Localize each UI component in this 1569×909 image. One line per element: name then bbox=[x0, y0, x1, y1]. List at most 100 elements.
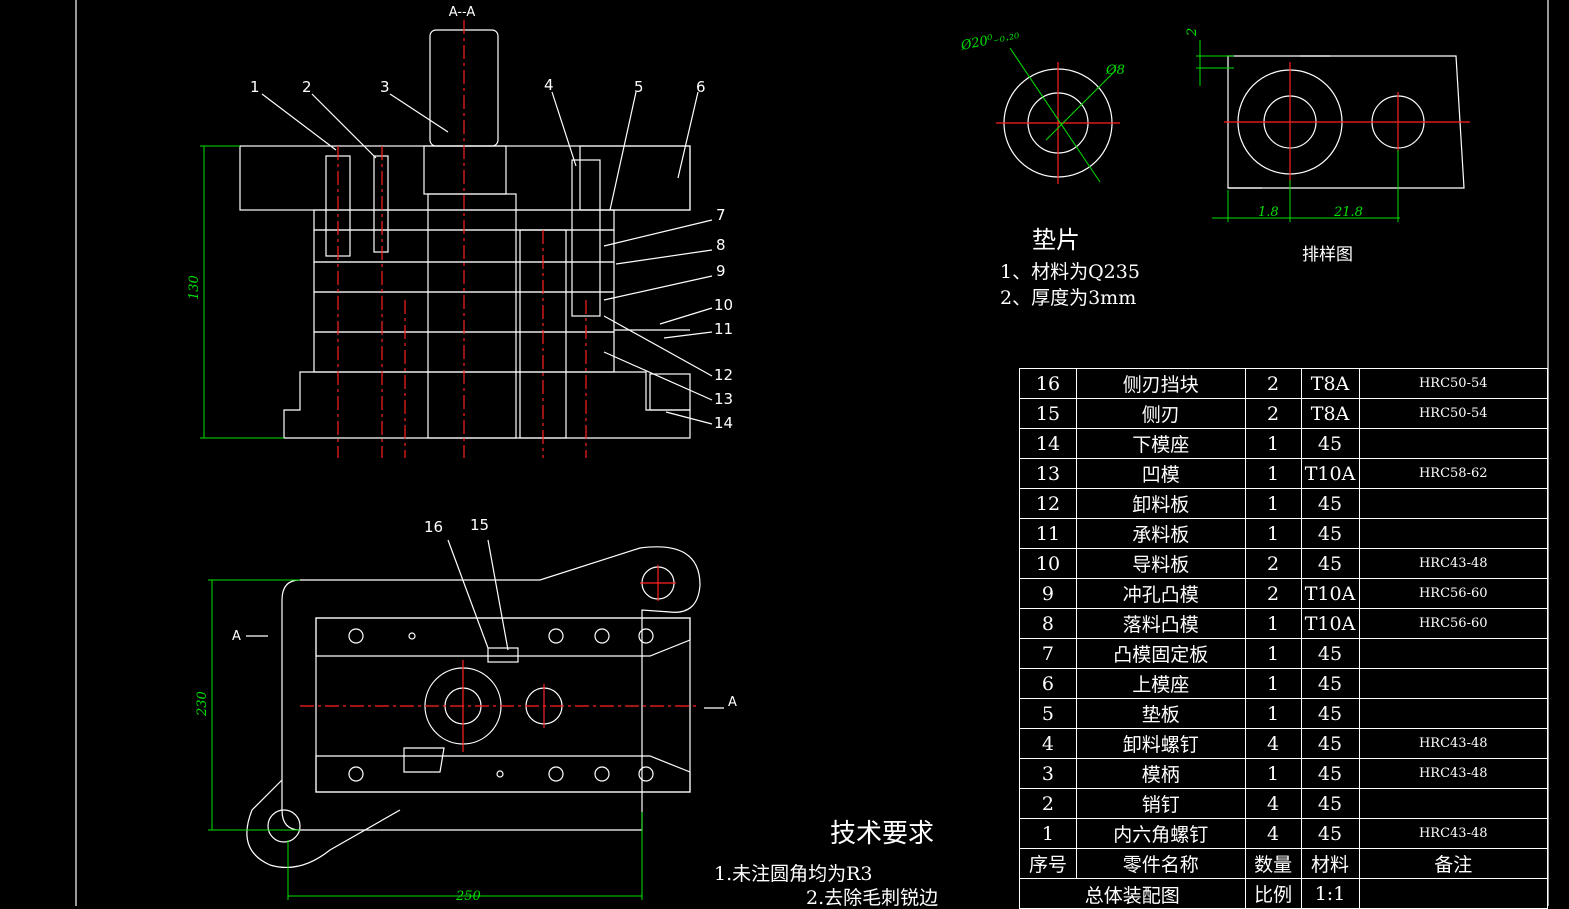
scale-label: 比例 bbox=[1244, 878, 1302, 909]
bom-cell-no: 1 bbox=[1019, 818, 1077, 849]
bom-cell-remark: HRC50-54 bbox=[1358, 368, 1548, 399]
section-label: A--A bbox=[449, 5, 476, 20]
bom-cell-name: 模柄 bbox=[1075, 758, 1246, 789]
bom-cell-name: 卸料螺钉 bbox=[1075, 728, 1246, 759]
section-view: A--A bbox=[187, 5, 733, 458]
callout-12: 12 bbox=[714, 366, 733, 384]
bom-cell-name: 凹模 bbox=[1075, 458, 1246, 489]
callout-5: 5 bbox=[634, 78, 644, 96]
bom-cell-qty: 4 bbox=[1244, 788, 1302, 819]
bom-cell-name: 卸料板 bbox=[1075, 488, 1246, 519]
tech-item-2: 2.去除毛刺锐边 bbox=[806, 887, 938, 906]
bom-cell-no: 14 bbox=[1019, 428, 1077, 459]
bom-cell-remark bbox=[1358, 428, 1548, 459]
bom-cell-remark bbox=[1358, 698, 1548, 729]
bom-cell-qty: 1 bbox=[1244, 698, 1302, 729]
bom-cell-remark bbox=[1358, 638, 1548, 669]
bom-cell-remark: HRC43-48 bbox=[1358, 758, 1548, 789]
bom-cell-remark bbox=[1358, 488, 1548, 519]
table-header-row: 序号零件名称数量材料备注 bbox=[1019, 848, 1548, 879]
plan-view: 16 15 A A 230 250 bbox=[195, 516, 737, 904]
callout-14: 14 bbox=[714, 414, 733, 432]
dim-width-plan: 250 bbox=[455, 889, 481, 904]
bom-cell-no: 4 bbox=[1019, 728, 1077, 759]
bom-cell-remark: HRC58-62 bbox=[1358, 458, 1548, 489]
bom-cell-qty: 4 bbox=[1244, 728, 1302, 759]
bom-cell-no: 8 bbox=[1019, 608, 1077, 639]
bom-cell-no: 2 bbox=[1019, 788, 1077, 819]
callout-labels: 1 2 3 4 5 6 7 8 9 10 11 12 13 14 bbox=[250, 76, 733, 432]
drawing-name: 总体装配图 bbox=[1019, 878, 1246, 909]
bom-header-qty: 数量 bbox=[1244, 848, 1302, 879]
callout-13: 13 bbox=[714, 390, 733, 408]
screw-holes bbox=[348, 628, 654, 782]
callout-8: 8 bbox=[716, 236, 726, 254]
callout-9: 9 bbox=[716, 262, 726, 280]
bom-cell-name: 导料板 bbox=[1075, 548, 1246, 579]
bom-cell-no: 10 bbox=[1019, 548, 1077, 579]
washer-note-2: 2、厚度为3mm bbox=[1000, 287, 1136, 309]
bom-cell-qty: 1 bbox=[1244, 458, 1302, 489]
lower-base-outline bbox=[281, 546, 701, 831]
dim-washer-inner: Ø8 bbox=[1105, 63, 1125, 78]
strip-layout-view: 2 1.8 21.8 排样图 bbox=[1185, 28, 1470, 265]
bom-header-mat: 材料 bbox=[1300, 848, 1360, 879]
bom-cell-remark bbox=[1358, 668, 1548, 699]
bom-cell-remark: HRC56-60 bbox=[1358, 578, 1548, 609]
bom-cell-name: 下模座 bbox=[1075, 428, 1246, 459]
bom-cell-qty: 1 bbox=[1244, 608, 1302, 639]
bom-cell-material: 45 bbox=[1300, 548, 1360, 579]
bom-cell-qty: 2 bbox=[1244, 578, 1302, 609]
callout-15: 15 bbox=[470, 516, 489, 534]
bom-cell-material: 45 bbox=[1300, 488, 1360, 519]
bom-cell-material: T10A bbox=[1300, 608, 1360, 639]
bom-cell-qty: 1 bbox=[1244, 638, 1302, 669]
callout-4: 4 bbox=[544, 76, 554, 94]
bom-header-note: 备注 bbox=[1358, 848, 1548, 879]
bom-cell-qty: 1 bbox=[1244, 518, 1302, 549]
bom-cell-remark: HRC43-48 bbox=[1358, 548, 1548, 579]
bom-cell-material: 45 bbox=[1300, 668, 1360, 699]
dim-layout-top: 2 bbox=[1185, 28, 1200, 37]
bom-cell-no: 7 bbox=[1019, 638, 1077, 669]
bom-cell-no: 11 bbox=[1019, 518, 1077, 549]
tech-item-1: 1.未注圆角均为R3 bbox=[714, 863, 873, 885]
section-marker-right: A bbox=[728, 695, 737, 710]
bom-cell-remark: HRC43-48 bbox=[1358, 728, 1548, 759]
bom-cell-remark: HRC56-60 bbox=[1358, 608, 1548, 639]
bom-cell-material: 45 bbox=[1300, 818, 1360, 849]
bom-cell-no: 5 bbox=[1019, 698, 1077, 729]
washer-title: 垫片 bbox=[1032, 226, 1080, 254]
bom-cell-no: 12 bbox=[1019, 488, 1077, 519]
bom-header-no: 序号 bbox=[1019, 848, 1077, 879]
dim-height-main: 130 bbox=[187, 275, 202, 300]
dim-height-plan: 230 bbox=[195, 691, 210, 717]
washer-view: Ø20⁰₋₀.₂₀ Ø8 垫片 1、材料为Q235 2、厚度为3mm bbox=[959, 27, 1140, 309]
bom-cell-material: T10A bbox=[1300, 578, 1360, 609]
bom-cell-material: 45 bbox=[1300, 428, 1360, 459]
callout-11: 11 bbox=[714, 320, 733, 338]
bom-cell-no: 15 bbox=[1019, 398, 1077, 429]
bom-cell-remark bbox=[1358, 518, 1548, 549]
tech-requirements: 技术要求 1.未注圆角均为R3 2.去除毛刺锐边 bbox=[714, 819, 938, 906]
bom-cell-name: 冲孔凸模 bbox=[1075, 578, 1246, 609]
bom-cell-name: 承料板 bbox=[1075, 518, 1246, 549]
bom-cell-qty: 1 bbox=[1244, 488, 1302, 519]
bom-cell-material: T8A bbox=[1300, 368, 1360, 399]
washer-note-1: 1、材料为Q235 bbox=[1000, 261, 1140, 283]
